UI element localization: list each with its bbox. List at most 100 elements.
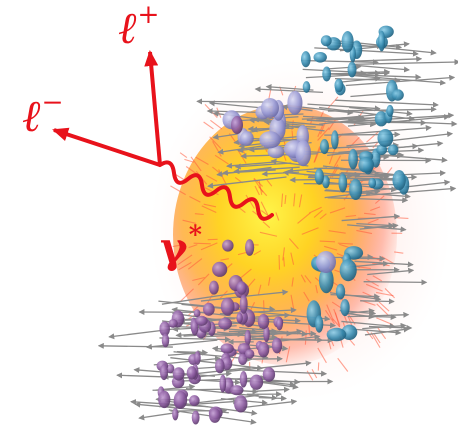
particle-blob: [173, 390, 188, 409]
particle-blob: [374, 111, 388, 127]
momentum-track: [176, 349, 209, 356]
particle-blob: [276, 317, 283, 331]
flow-arrow: [394, 251, 404, 254]
flow-arrow: [378, 301, 390, 312]
flow-arrow: [200, 242, 218, 251]
particle-blob: [335, 283, 346, 300]
particle-blob: [262, 367, 276, 382]
flow-arrow: [284, 195, 287, 205]
momentum-track: [242, 369, 328, 377]
flow-arrow: [172, 243, 186, 248]
momentum-track: [327, 197, 409, 204]
momentum-track: [228, 328, 293, 337]
particle-blob: [320, 35, 332, 47]
flow-arrow: [177, 254, 193, 266]
flow-arrow: [290, 252, 295, 265]
particle-blob: [239, 294, 248, 314]
particle-blob: [193, 309, 201, 318]
momentum-track: [353, 75, 447, 86]
lepton-plus-charge: +: [137, 0, 160, 30]
particle-blob: [191, 410, 200, 425]
particle-blob: [313, 51, 327, 63]
momentum-track: [97, 342, 173, 349]
particle-blob: [318, 267, 334, 294]
momentum-track: [341, 320, 396, 329]
particle-blob: [392, 170, 406, 191]
momentum-track: [360, 298, 395, 305]
flow-arrow: [203, 121, 214, 130]
particle-blob: [322, 66, 332, 82]
flow-arrow: [185, 166, 198, 175]
momentum-track: [251, 386, 290, 393]
momentum-track: [185, 388, 278, 401]
flow-arrow: [314, 147, 321, 163]
momentum-track: [207, 176, 287, 189]
flow-arrow: [370, 206, 381, 212]
flow-arrow: [333, 155, 341, 169]
lepton-minus-label: ℓ−: [22, 89, 63, 139]
particle-blob: [295, 140, 312, 167]
momentum-track: [145, 339, 218, 350]
particle-blob: [244, 329, 251, 346]
particle-blob: [212, 261, 228, 277]
particle-blob: [186, 366, 197, 380]
momentum-track: [257, 381, 299, 390]
particle-blob: [249, 374, 264, 390]
flow-arrow: [209, 136, 222, 149]
particle-blob: [220, 297, 235, 316]
flow-arrow: [367, 218, 379, 224]
flow-arrow: [370, 332, 381, 348]
flow-arrow: [253, 177, 263, 187]
particle-blob: [302, 81, 311, 93]
particle-blob: [220, 343, 234, 354]
flow-arrow: [288, 238, 299, 250]
flow-arrow: [304, 275, 312, 284]
particle-blob: [348, 148, 358, 170]
momentum-track: [351, 59, 458, 66]
flow-arrow: [189, 196, 201, 203]
flow-arrow: [328, 148, 336, 165]
momentum-track: [347, 224, 407, 233]
particle-blob: [172, 407, 179, 421]
flow-arrow: [245, 194, 255, 209]
particle-blob: [334, 78, 344, 93]
flow-arrow: [317, 124, 324, 138]
momentum-track: [348, 118, 458, 127]
particle-blob: [239, 370, 248, 388]
momentum-track: [234, 162, 292, 170]
particle-blob: [271, 337, 283, 354]
particle-blob: [161, 333, 170, 348]
flow-arrow: [300, 274, 306, 283]
particle-blob: [322, 175, 330, 189]
momentum-track: [363, 279, 428, 286]
particle-blob: [219, 374, 227, 393]
momentum-track: [356, 222, 395, 229]
flow-arrow: [203, 203, 217, 208]
flow-arrow: [356, 229, 373, 235]
particle-blob: [209, 408, 221, 423]
momentum-track: [368, 324, 413, 331]
particle-blob: [263, 325, 270, 343]
flow-arrow: [210, 119, 223, 130]
flow-arrow: [384, 288, 395, 299]
momentum-track: [307, 103, 381, 112]
flow-arrow: [197, 273, 210, 286]
particle-blob: [172, 367, 185, 381]
momentum-track: [256, 334, 321, 345]
flow-arrow: [170, 185, 186, 196]
lepton-plus-arrow-icon: [144, 50, 162, 166]
flow-arrow: [204, 187, 219, 196]
flow-arrow: [365, 283, 383, 292]
flow-arrow: [260, 201, 269, 217]
momentum-track: [352, 55, 423, 62]
particle-blob: [331, 130, 339, 150]
lepton-plus-symbol: ℓ: [118, 2, 137, 54]
flow-arrow: [280, 193, 284, 208]
momentum-track: [221, 169, 276, 176]
particle-blob: [218, 317, 232, 330]
momentum-track: [344, 112, 455, 123]
momentum-track: [161, 289, 248, 305]
flow-arrow: [258, 186, 268, 197]
flow-arrow: [254, 185, 260, 196]
